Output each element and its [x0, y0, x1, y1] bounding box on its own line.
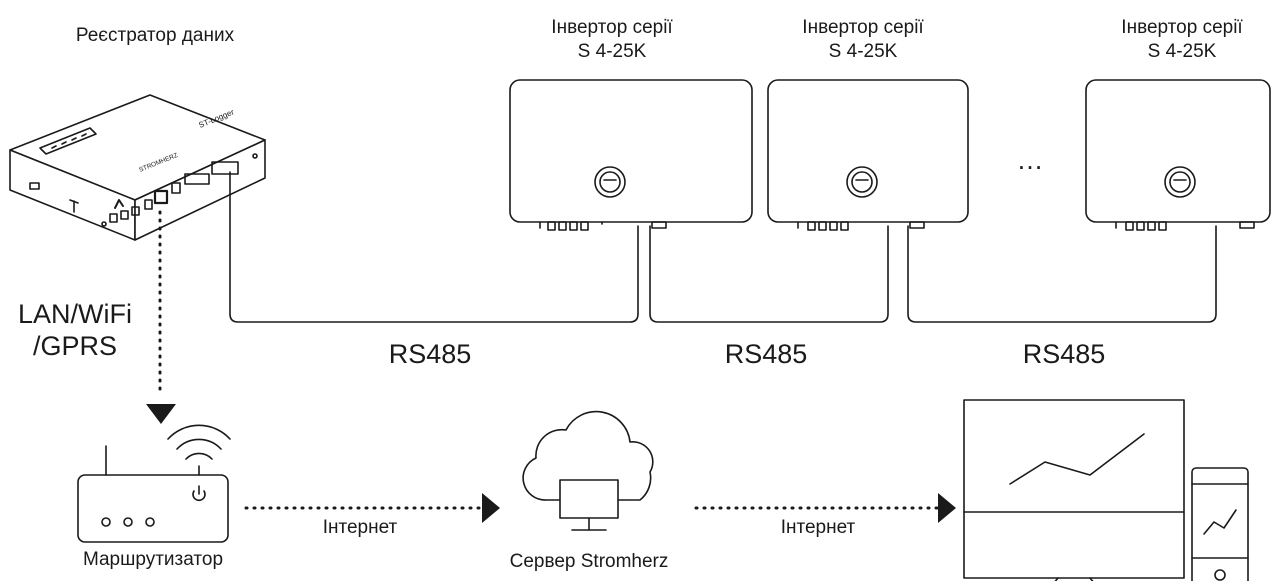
- wifi-signal-icon: [167, 424, 231, 460]
- router-icon: [77, 445, 229, 543]
- wireless-link-label: LAN/WiFi /GPRS: [0, 298, 150, 362]
- monitor-icon: [963, 399, 1185, 581]
- logger-label: Реєстратор даних: [75, 25, 235, 46]
- rs485-link-3: [907, 225, 1217, 323]
- rs485-label-2: RS485: [724, 339, 808, 369]
- rs485-link-1: [229, 171, 639, 323]
- rs485-label-1: RS485: [388, 339, 472, 369]
- phone-icon: [1191, 467, 1249, 581]
- inverter-2-title-line1: Інвертор серії: [802, 17, 924, 38]
- data-logger-icon: [9, 94, 266, 241]
- rs485-link-2: [649, 225, 889, 323]
- arrow-right-icon: [482, 493, 500, 523]
- wireless-link-label-line2: /GPRS: [32, 331, 118, 361]
- internet-label-2: Інтернет: [780, 517, 856, 538]
- inverter-1-icon: [509, 79, 753, 231]
- inverter-1-title-line2: S 4-25K: [577, 41, 647, 62]
- inverter-1-title-line1: Інвертор серії: [551, 17, 673, 38]
- inverter-3-title-line2: S 4-25K: [1147, 41, 1217, 62]
- router-label: Маршрутизатор: [82, 549, 224, 570]
- inverter-2-icon: [767, 79, 969, 231]
- server-label: Сервер Stromherz: [509, 551, 669, 572]
- inverter-2-title: Інвертор серії S 4-25K: [783, 16, 943, 64]
- inverter-1-title: Інвертор серії S 4-25K: [532, 16, 692, 64]
- inverter-2-title-line2: S 4-25K: [828, 41, 898, 62]
- cloud-server-icon: [522, 410, 654, 531]
- wireless-link-label-line1: LAN/WiFi: [18, 299, 132, 329]
- arrow-down-icon: [146, 404, 176, 424]
- inverter-3-title: Інвертор серії S 4-25K: [1102, 16, 1262, 64]
- inverter-3-title-line1: Інвертор серії: [1121, 17, 1243, 38]
- ellipsis-more-inverters: …: [1016, 145, 1044, 175]
- rs485-label-3: RS485: [1022, 339, 1106, 369]
- internet-label-1: Інтернет: [322, 517, 398, 538]
- inverter-3-icon: [1085, 79, 1271, 231]
- arrow-right-icon-2: [938, 493, 956, 523]
